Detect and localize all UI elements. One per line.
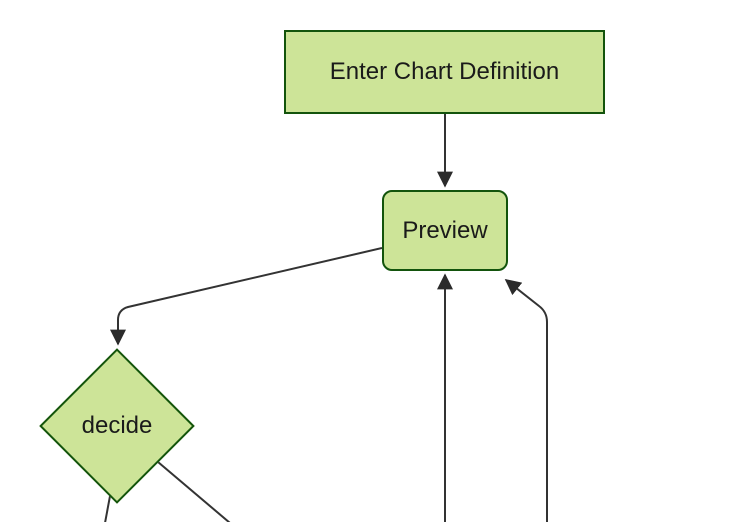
node-decide: decide: [39, 348, 195, 504]
edge-bottom-right-to-preview: [504, 279, 548, 522]
node-preview-label: Preview: [402, 216, 488, 244]
diamond-shape: [39, 348, 195, 504]
node-enter-chart-definition: Enter Chart Definition: [284, 30, 605, 114]
edge-preview-to-decide: [110, 247, 383, 346]
edge-decide-to-offscreen-right: [157, 461, 231, 522]
edge-decide-to-offscreen-bottom: [104, 495, 111, 522]
node-preview: Preview: [382, 190, 508, 271]
node-enter-chart-definition-label: Enter Chart Definition: [329, 58, 560, 85]
